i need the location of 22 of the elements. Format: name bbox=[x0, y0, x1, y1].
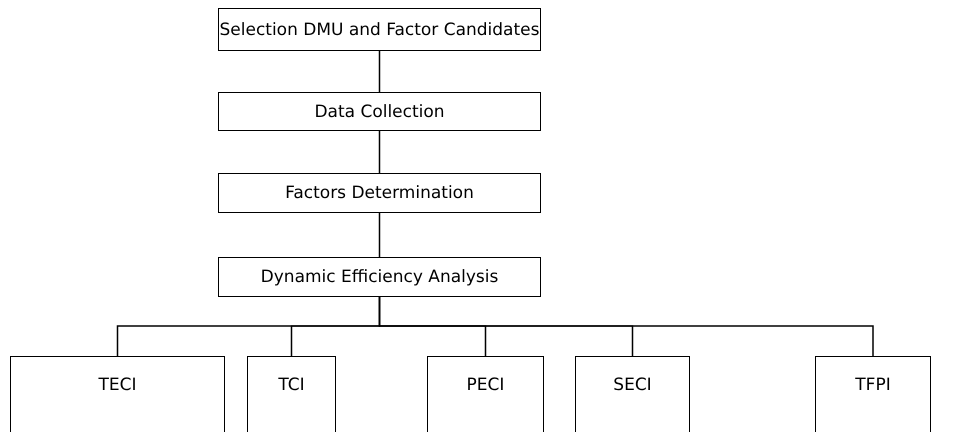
process-box bbox=[427, 356, 544, 432]
process-box bbox=[218, 8, 541, 51]
process-box bbox=[247, 356, 336, 432]
box-label: TCI bbox=[278, 375, 305, 395]
connector-line bbox=[378, 51, 380, 92]
box-label: Data Collection bbox=[314, 102, 445, 122]
box-label: Selection DMU and Factor Candidates bbox=[220, 20, 540, 40]
connector-line bbox=[378, 213, 380, 257]
process-box bbox=[575, 356, 690, 432]
process-box bbox=[218, 173, 541, 213]
process-box bbox=[10, 356, 225, 432]
box-label: Factors Determination bbox=[285, 183, 474, 203]
box-label: TECI bbox=[98, 375, 136, 395]
box-label: PECI bbox=[466, 375, 504, 395]
box-label: TFPI bbox=[855, 375, 891, 395]
box-label: Dynamic Efficiency Analysis bbox=[260, 267, 498, 287]
process-box bbox=[218, 257, 541, 297]
connector-line bbox=[378, 131, 380, 173]
process-box bbox=[815, 356, 931, 432]
process-box bbox=[218, 92, 541, 131]
connector-line bbox=[378, 297, 874, 356]
box-label: SECI bbox=[613, 375, 652, 395]
